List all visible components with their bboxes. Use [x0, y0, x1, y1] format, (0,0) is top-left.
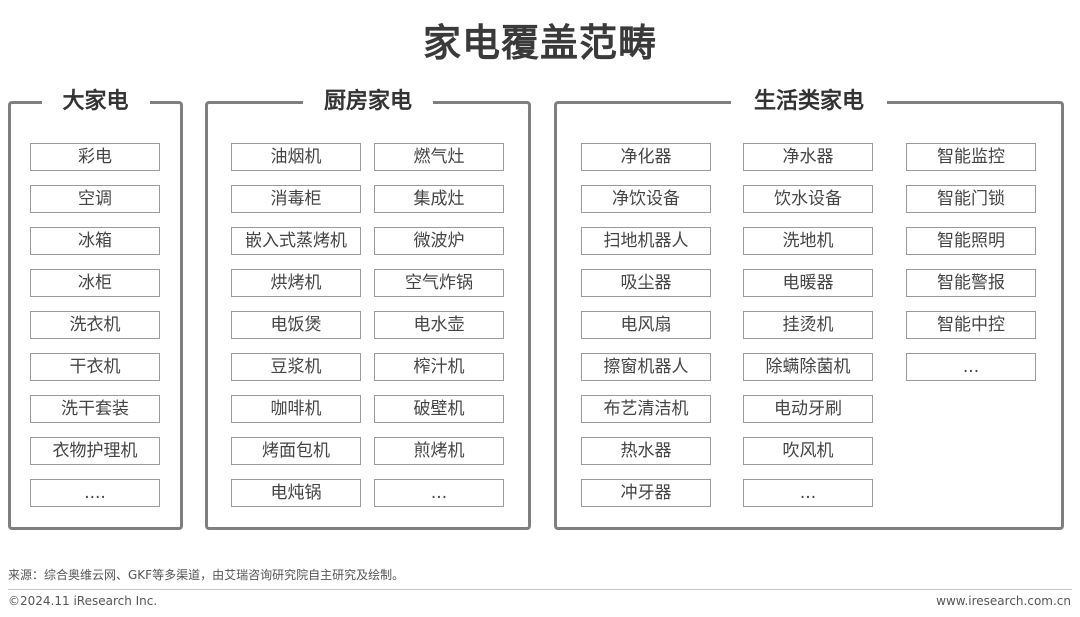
category-item: 布艺清洁机 — [581, 395, 711, 423]
category-item: 燃气灶 — [374, 143, 504, 171]
category-item: 集成灶 — [374, 185, 504, 213]
category-item: 电炖锅 — [231, 479, 361, 507]
panel-title-major: 大家电 — [41, 85, 150, 119]
category-item: 彩电 — [30, 143, 160, 171]
category-item: 冲牙器 — [581, 479, 711, 507]
category-item: 净化器 — [581, 143, 711, 171]
category-item: 干衣机 — [30, 353, 160, 381]
category-item: 电风扇 — [581, 311, 711, 339]
category-item: 智能监控 — [906, 143, 1036, 171]
category-item: 智能警报 — [906, 269, 1036, 297]
column-major-1: 彩电 空调 冰箱 冰柜 洗衣机 干衣机 洗干套装 衣物护理机 .... — [30, 143, 160, 521]
category-item: 榨汁机 — [374, 353, 504, 381]
category-item: 烘烤机 — [231, 269, 361, 297]
category-item: 电动牙刷 — [743, 395, 873, 423]
panel-major-appliances: 大家电 彩电 空调 冰箱 冰柜 洗衣机 干衣机 洗干套装 衣物护理机 .... — [8, 85, 183, 530]
category-item: 豆浆机 — [231, 353, 361, 381]
category-item: 烤面包机 — [231, 437, 361, 465]
column-lifestyle-1: 净化器 净饮设备 扫地机器人 吸尘器 电风扇 擦窗机器人 布艺清洁机 热水器 冲… — [581, 143, 711, 521]
category-item: 空气炸锅 — [374, 269, 504, 297]
column-lifestyle-3: 智能监控 智能门锁 智能照明 智能警报 智能中控 ... — [906, 143, 1036, 395]
panel-title-kitchen: 厨房家电 — [303, 85, 433, 119]
category-item: 饮水设备 — [743, 185, 873, 213]
category-item: 洗地机 — [743, 227, 873, 255]
panel-title-lifestyle: 生活类家电 — [731, 85, 887, 119]
category-item: .... — [30, 479, 160, 507]
category-item: 冰箱 — [30, 227, 160, 255]
category-item: 扫地机器人 — [581, 227, 711, 255]
column-lifestyle-2: 净水器 饮水设备 洗地机 电暖器 挂烫机 除螨除菌机 电动牙刷 吹风机 ... — [743, 143, 873, 521]
category-item: ... — [743, 479, 873, 507]
category-item: 智能照明 — [906, 227, 1036, 255]
category-item: 微波炉 — [374, 227, 504, 255]
category-item: 电饭煲 — [231, 311, 361, 339]
category-item: 热水器 — [581, 437, 711, 465]
category-item: 冰柜 — [30, 269, 160, 297]
category-item: 净水器 — [743, 143, 873, 171]
category-item: 吸尘器 — [581, 269, 711, 297]
category-item: 挂烫机 — [743, 311, 873, 339]
copyright-text: ©2024.11 iResearch Inc. — [8, 594, 158, 608]
page-title: 家电覆盖范畴 — [422, 21, 657, 65]
category-item: 油烟机 — [231, 143, 361, 171]
category-item: 消毒柜 — [231, 185, 361, 213]
category-item: 智能中控 — [906, 311, 1036, 339]
category-item: 吹风机 — [743, 437, 873, 465]
category-item: 净饮设备 — [581, 185, 711, 213]
panel-kitchen-appliances: 厨房家电 油烟机 消毒柜 嵌入式蒸烤机 烘烤机 电饭煲 豆浆机 咖啡机 烤面包机… — [205, 85, 531, 530]
category-item: 除螨除菌机 — [743, 353, 873, 381]
category-item: 洗衣机 — [30, 311, 160, 339]
category-item: ... — [906, 353, 1036, 381]
category-item: 洗干套装 — [30, 395, 160, 423]
category-item: 智能门锁 — [906, 185, 1036, 213]
category-item: 咖啡机 — [231, 395, 361, 423]
column-kitchen-1: 油烟机 消毒柜 嵌入式蒸烤机 烘烤机 电饭煲 豆浆机 咖啡机 烤面包机 电炖锅 — [231, 143, 361, 521]
category-item: 破壁机 — [374, 395, 504, 423]
category-item: 煎烤机 — [374, 437, 504, 465]
category-item: 衣物护理机 — [30, 437, 160, 465]
column-kitchen-2: 燃气灶 集成灶 微波炉 空气炸锅 电水壶 榨汁机 破壁机 煎烤机 ... — [374, 143, 504, 521]
category-item: 电暖器 — [743, 269, 873, 297]
category-item: 电水壶 — [374, 311, 504, 339]
panel-lifestyle-appliances: 生活类家电 净化器 净饮设备 扫地机器人 吸尘器 电风扇 擦窗机器人 布艺清洁机… — [554, 85, 1064, 530]
category-item: 空调 — [30, 185, 160, 213]
category-item: ... — [374, 479, 504, 507]
category-item: 嵌入式蒸烤机 — [231, 227, 361, 255]
footer-divider — [8, 589, 1072, 590]
category-item: 擦窗机器人 — [581, 353, 711, 381]
source-note: 来源：综合奥维云网、GKF等多渠道，由艾瑞咨询研究院自主研究及绘制。 — [8, 568, 405, 582]
website-link[interactable]: www.iresearch.com.cn — [936, 594, 1071, 608]
